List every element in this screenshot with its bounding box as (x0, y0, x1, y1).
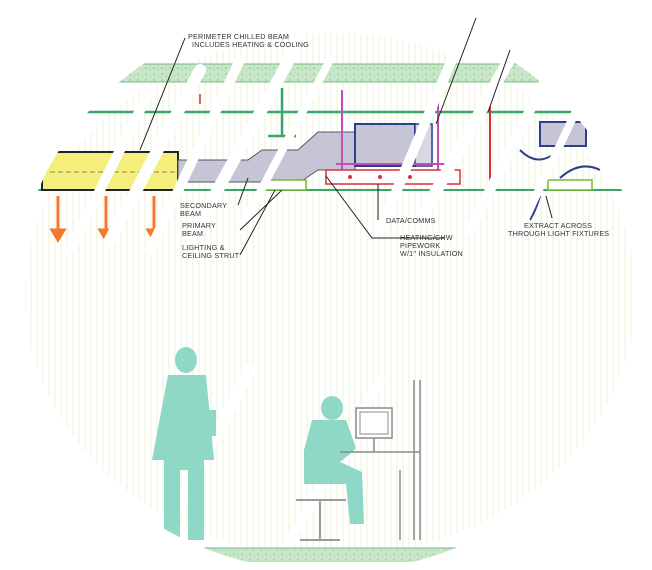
label-perimeter-beam: PERIMETER CHILLED BEAM (188, 32, 289, 41)
pipework-tray (325, 169, 461, 185)
label-lighting: LIGHTING & (182, 243, 225, 252)
top-slab (20, 64, 640, 82)
leader-lines (139, 17, 553, 256)
label-heating-3: W/1" INSULATION (400, 249, 463, 258)
label-data-comms: DATA/COMMS (386, 216, 436, 225)
light-fixture-right (547, 179, 593, 191)
standing-person (152, 347, 216, 540)
label-secondary-beam-2: BEAM (180, 209, 201, 218)
label-perimeter-beam-2: INCLUDES HEATING & COOLING (192, 40, 309, 49)
label-heating: HEATING/CHW (400, 233, 453, 242)
label-secondary-beam: SECONDARY (180, 201, 227, 210)
label-heating-2: PIPEWORK (400, 241, 440, 250)
seated-person (304, 396, 364, 524)
label-primary-beam-2: BEAM (182, 229, 203, 238)
label-extract: EXTRACT ACROSS (524, 221, 592, 230)
desk (340, 380, 421, 540)
label-extract-2: THROUGH LIGHT FIXTURES (508, 229, 609, 238)
label-lighting-2: CEILING STRUT (182, 251, 240, 260)
floor-slab (20, 548, 640, 562)
label-primary-beam: PRIMARY (182, 221, 216, 230)
office-chair (296, 499, 346, 541)
